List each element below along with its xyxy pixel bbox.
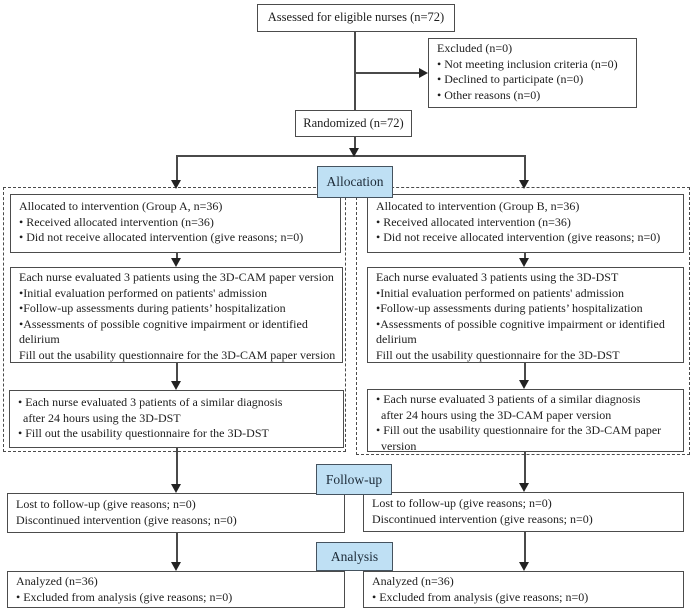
group-b-analysis-box: Analyzed (n=36) • Excluded from analysis… (363, 571, 684, 608)
followup-stage-label: Follow-up (316, 464, 392, 495)
box-line: Discontinued intervention (give reasons;… (372, 511, 593, 526)
arrowhead-a-eval-icon (171, 258, 181, 267)
arrowhead-group-a-icon (171, 180, 181, 189)
arrowhead-a-followup-icon (171, 484, 181, 493)
box-line: Each nurse evaluated 3 patients using th… (19, 270, 334, 284)
box-line: Excluded (n=0) (437, 41, 513, 55)
connector-a-crossover-followup (176, 448, 178, 484)
box-line: • Did not receive allocated intervention… (376, 230, 661, 244)
box-line: •Assessments of possible cognitive impai… (376, 316, 665, 331)
assessed-text: Assessed for eligible nurses (n=72) (267, 10, 445, 25)
connector-a-alloc-eval (176, 253, 178, 259)
box-line: •Follow-up assessments during patients’ … (19, 301, 286, 315)
arrowhead-group-b-icon (519, 180, 529, 189)
analysis-stage-text: Analysis (330, 548, 379, 564)
box-line: Analyzed (n=36) (16, 574, 98, 588)
randomized-box: Randomized (n=72) (295, 110, 412, 137)
connector-branch-group-a (176, 155, 178, 180)
group-b-evaluation-box: Each nurse evaluated 3 patients using th… (367, 267, 684, 363)
box-line: •Follow-up assessments during patients’ … (376, 301, 643, 315)
allocation-stage-label: Allocation (317, 166, 393, 198)
box-line: Allocated to intervention (Group B, n=36… (376, 199, 580, 213)
box-line: version (381, 438, 417, 453)
box-line: Lost to follow-up (give reasons; n=0) (16, 497, 196, 511)
box-line: Fill out the usability questionnaire for… (19, 347, 336, 362)
allocation-stage-text: Allocation (326, 174, 384, 189)
box-line: •Initial evaluation performed on patient… (19, 285, 267, 300)
connector-a-followup-analysis (176, 533, 178, 562)
box-line: • Other reasons (n=0) (437, 87, 541, 102)
box-line: Allocated to intervention (Group A, n=36… (19, 199, 223, 213)
box-line: Discontinued intervention (give reasons;… (16, 512, 237, 527)
box-line: • Not meeting inclusion criteria (n=0) (437, 56, 618, 71)
box-line: Analyzed (n=36) (372, 574, 454, 588)
arrowhead-excluded-icon (419, 68, 428, 78)
connector-to-excluded (355, 72, 420, 74)
box-line: • Excluded from analysis (give reasons; … (372, 589, 589, 604)
box-line: delirium (19, 332, 60, 346)
arrowhead-b-followup-icon (519, 483, 529, 492)
group-b-crossover-box: • Each nurse evaluated 3 patients of a s… (367, 389, 684, 453)
randomized-text: Randomized (n=72) (303, 115, 404, 130)
box-line: • Did not receive allocated intervention… (19, 230, 304, 244)
connector-b-followup-analysis (524, 532, 526, 562)
box-line: • Each nurse evaluated 3 patients of a s… (376, 392, 641, 406)
connector-b-eval-crossover (524, 363, 526, 380)
group-b-followup-box: Lost to follow-up (give reasons; n=0) Di… (363, 492, 684, 532)
arrowhead-branch-icon (349, 148, 359, 157)
box-line: • Each nurse evaluated 3 patients of a s… (18, 395, 283, 409)
excluded-box: Excluded (n=0) • Not meeting inclusion c… (428, 38, 637, 108)
box-line: •Initial evaluation performed on patient… (376, 285, 624, 300)
group-a-analysis-box: Analyzed (n=36) • Excluded from analysis… (7, 571, 345, 608)
connector-randomized-branch (354, 137, 356, 149)
box-line: • Excluded from analysis (give reasons; … (16, 589, 233, 604)
box-line: • Received allocated intervention (n=36) (19, 214, 214, 229)
box-line: after 24 hours using the 3D-CAM paper ve… (381, 407, 612, 422)
connector-a-eval-crossover (176, 363, 178, 381)
group-a-evaluation-box: Each nurse evaluated 3 patients using th… (10, 267, 343, 363)
box-line: • Fill out the usability questionnaire f… (18, 426, 269, 440)
box-line: Lost to follow-up (give reasons; n=0) (372, 496, 552, 510)
connector-branch-group-b (524, 155, 526, 180)
analysis-stage-label: Analysis (316, 542, 393, 571)
connector-b-crossover-followup (524, 452, 526, 483)
group-b-allocated-box: Allocated to intervention (Group B, n=36… (367, 194, 684, 253)
arrowhead-b-crossover-icon (519, 380, 529, 389)
box-line: delirium (376, 332, 417, 346)
box-line: • Fill out the usability questionnaire f… (376, 423, 662, 437)
group-a-crossover-box: • Each nurse evaluated 3 patients of a s… (9, 390, 344, 448)
box-line: • Received allocated intervention (n=36) (376, 214, 571, 229)
box-line: • Declined to participate (n=0) (437, 72, 584, 86)
connector-b-alloc-eval (524, 253, 526, 259)
box-line: after 24 hours using the 3D-DST (23, 410, 181, 425)
arrowhead-a-analysis-icon (171, 562, 181, 571)
box-line: Fill out the usability questionnaire for… (376, 347, 620, 362)
followup-stage-text: Follow-up (325, 471, 383, 487)
assessed-box: Assessed for eligible nurses (n=72) (257, 4, 455, 32)
group-a-followup-box: Lost to follow-up (give reasons; n=0) Di… (7, 493, 345, 533)
arrowhead-a-crossover-icon (171, 381, 181, 390)
arrowhead-b-analysis-icon (519, 562, 529, 571)
arrowhead-b-eval-icon (519, 258, 529, 267)
group-a-allocated-box: Allocated to intervention (Group A, n=36… (10, 194, 341, 253)
connector-assessed-randomized (354, 32, 356, 110)
box-line: •Assessments of possible cognitive impai… (19, 316, 308, 331)
box-line: Each nurse evaluated 3 patients using th… (376, 270, 619, 284)
